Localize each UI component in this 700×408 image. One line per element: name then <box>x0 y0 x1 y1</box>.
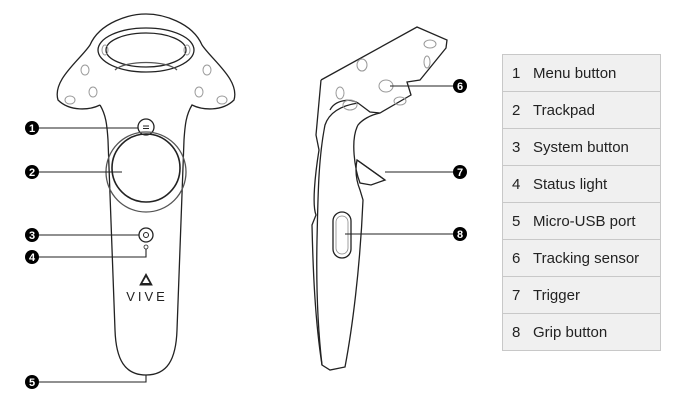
grip-button <box>332 211 352 259</box>
legend-number: 5 <box>512 212 521 230</box>
legend-number: 1 <box>512 64 521 82</box>
legend-row: 1 Menu button <box>503 55 660 91</box>
side-view-controller <box>311 26 448 371</box>
callout-7: 7 <box>453 165 467 179</box>
legend-row: 2 Trackpad <box>503 91 660 128</box>
svg-text:2: 2 <box>29 167 35 179</box>
svg-text:6: 6 <box>457 81 463 93</box>
svg-text:4: 4 <box>29 252 36 264</box>
legend-row: 6 Tracking sensor <box>503 239 660 276</box>
callout-8: 8 <box>453 227 467 241</box>
legend-row: 8 Grip button <box>503 313 660 350</box>
status-light <box>143 244 149 250</box>
callout-5: 5 <box>25 375 39 389</box>
legend-label: Menu button <box>533 64 617 82</box>
legend-row: 3 System button <box>503 128 660 165</box>
legend-label: Grip button <box>533 323 608 341</box>
svg-text:1: 1 <box>29 123 35 135</box>
callout-6: 6 <box>453 79 467 93</box>
callout-4: 4 <box>25 250 39 264</box>
trackpad <box>111 133 181 203</box>
legend-row: 5 Micro-USB port <box>503 202 660 239</box>
tracking-ring-top <box>97 27 195 73</box>
legend-row: 4 Status light <box>503 165 660 202</box>
legend-number: 3 <box>512 138 521 156</box>
legend-number: 6 <box>512 249 521 267</box>
callout-1: 1 <box>25 121 39 135</box>
callout-3: 3 <box>25 228 39 242</box>
legend-number: 7 <box>512 286 521 304</box>
svg-text:3: 3 <box>29 230 35 242</box>
system-button <box>138 227 154 243</box>
legend-label: Tracking sensor <box>533 249 640 267</box>
svg-text:8: 8 <box>457 229 463 241</box>
leader-lines <box>38 85 454 383</box>
legend-number: 8 <box>512 323 521 341</box>
callout-2: 2 <box>25 165 39 179</box>
sensor-dimples <box>64 44 228 105</box>
trigger <box>356 159 386 181</box>
legend-label: Trackpad <box>533 101 595 119</box>
legend-number: 4 <box>512 175 521 193</box>
legend-row: 7 Trigger <box>503 276 660 313</box>
legend-label: Micro-USB port <box>533 212 636 230</box>
menu-button <box>137 118 155 136</box>
svg-text:7: 7 <box>457 167 463 179</box>
legend-number: 2 <box>512 101 521 119</box>
vive-logo-text: VIVE <box>126 289 168 304</box>
legend-label: Status light <box>533 175 608 193</box>
legend-label: Trigger <box>533 286 580 304</box>
legend-label: System button <box>533 138 629 156</box>
front-view-controller <box>56 13 236 376</box>
svg-text:5: 5 <box>29 377 35 389</box>
